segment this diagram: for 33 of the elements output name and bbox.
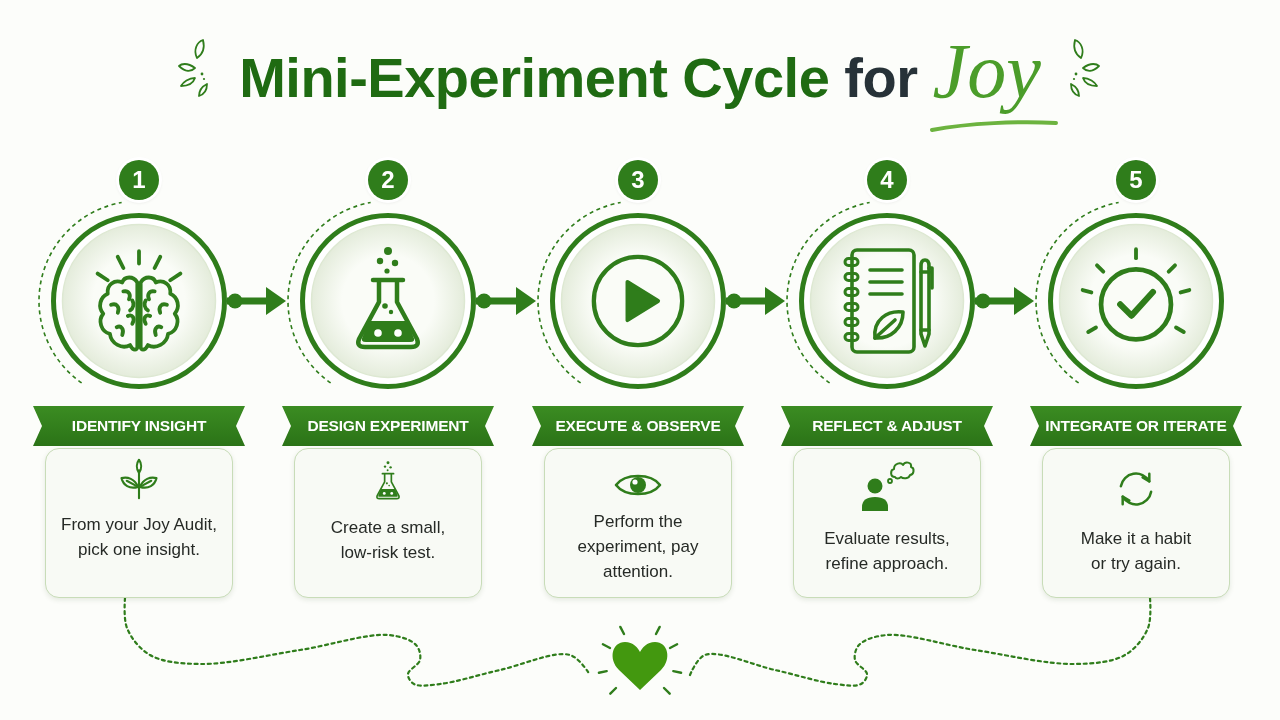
step-description: Evaluate results, refine approach. — [823, 528, 951, 575]
step-circle — [286, 201, 476, 389]
dotted-line — [688, 596, 1152, 687]
step-description: Make it a habit or try again. — [1079, 528, 1193, 575]
step-circle — [1034, 201, 1224, 389]
number-badge — [867, 160, 907, 200]
number-badge — [1116, 160, 1156, 200]
step-title: DESIGN EXPERIMENT — [307, 416, 469, 436]
step-description: Create a small, low-risk test. — [329, 517, 447, 564]
step-title: IDENTIFY INSIGHT — [71, 416, 207, 436]
step-title: REFLECT & ADJUST — [812, 416, 962, 436]
diagram-title: Mini-Experiment Cycle for Joy — [239, 26, 1041, 116]
step-circle — [536, 201, 726, 389]
step-circle — [37, 201, 227, 389]
description-card — [793, 448, 981, 598]
step-title: INTEGRATE OR ITERATE — [1045, 416, 1227, 436]
description-card — [294, 448, 482, 598]
description-card — [1042, 448, 1230, 598]
step-number: 2 — [381, 168, 395, 192]
description-card — [544, 448, 732, 598]
description-card — [45, 448, 233, 598]
step-number: 5 — [1129, 168, 1143, 192]
step-circle — [785, 201, 975, 389]
step-description: From your Joy Audit, pick one insight. — [60, 514, 218, 561]
number-badge — [368, 160, 408, 200]
step-number: 3 — [631, 168, 645, 192]
step-number: 1 — [132, 168, 146, 192]
number-badge — [119, 160, 159, 200]
dotted-line — [123, 596, 592, 687]
step-title: EXECUTE & OBSERVE — [555, 416, 721, 436]
step-description: Perform the experiment, pay attention. — [576, 511, 700, 583]
step-number: 4 — [880, 168, 894, 192]
number-badge — [618, 160, 658, 200]
